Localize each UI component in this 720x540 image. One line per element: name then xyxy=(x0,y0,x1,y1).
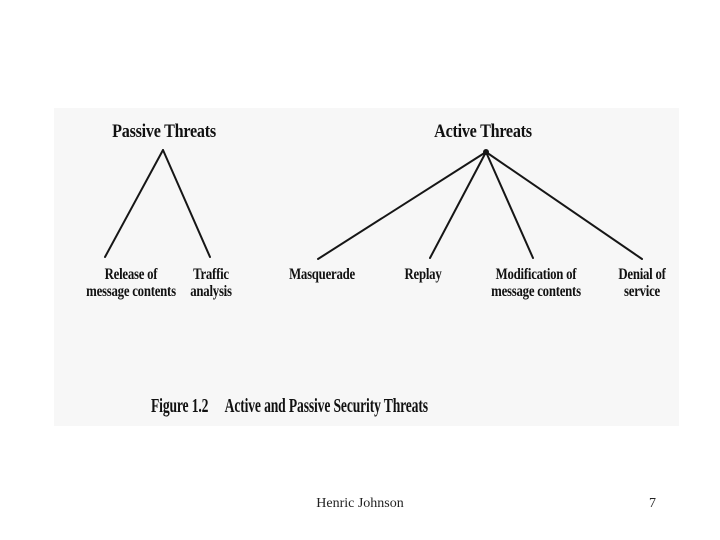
leaf-label-line: Release of xyxy=(104,266,158,283)
leaf-release-of-message-contents: Release of message contents xyxy=(86,266,176,300)
leaf-modification-of-message-contents: Modification of message contents xyxy=(491,266,581,300)
leaf-label-line: analysis xyxy=(190,283,232,300)
leaf-label-line: Traffic xyxy=(193,266,229,283)
leaf-label-line: Denial of xyxy=(618,266,666,283)
footer-page-number: 7 xyxy=(649,496,656,511)
figure-caption: Figure 1.2 Active and Passive Security Th… xyxy=(151,393,428,419)
leaf-traffic-analysis: Traffic analysis xyxy=(190,266,232,300)
leaf-replay: Replay xyxy=(405,266,442,283)
leaf-label-line: service xyxy=(624,283,660,300)
figure-caption-number: Figure 1.2 xyxy=(151,395,209,417)
leaf-label-line: message contents xyxy=(86,283,176,300)
leaf-label-line: Replay xyxy=(404,266,442,283)
leaf-label-line: message contents xyxy=(491,283,581,300)
footer-author: Henric Johnson xyxy=(316,496,404,511)
passive-threats-title: Passive Threats xyxy=(112,121,216,142)
leaf-label-line: Masquerade xyxy=(289,266,355,283)
leaf-denial-of-service: Denial of service xyxy=(618,266,666,300)
leaf-label-line: Modification of xyxy=(495,266,577,283)
active-threats-title: Active Threats xyxy=(434,121,532,142)
figure-caption-text: Active and Passive Security Threats xyxy=(224,395,428,417)
leaf-masquerade: Masquerade xyxy=(289,266,355,283)
